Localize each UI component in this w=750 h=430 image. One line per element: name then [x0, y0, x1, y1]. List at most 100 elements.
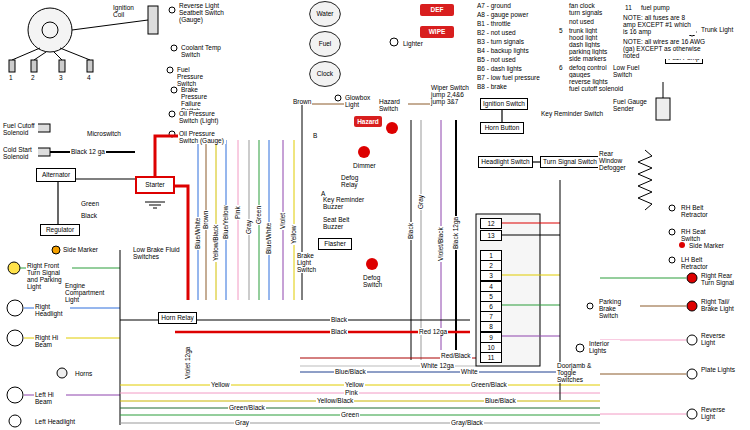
component-label: Fuel Gauge Sender — [612, 98, 654, 112]
fuse-cell: 13 — [480, 230, 502, 241]
node-text: 1 — [489, 252, 493, 259]
component-label: Left Headlight — [34, 418, 76, 425]
component-label: RH Belt Retractor — [680, 204, 726, 218]
wire — [502, 275, 560, 276]
component-label: Oil Pressure Switch (Gauge) — [178, 130, 226, 144]
node-text: Starter — [145, 181, 165, 188]
component-label: Red/Black — [440, 352, 472, 359]
wire-color-label: Gray — [245, 219, 252, 235]
wire-connector — [76, 178, 135, 179]
component-label: A7 - ground — [476, 2, 512, 9]
component-box: Regulator — [40, 224, 80, 236]
component-label: Seat Belt Buzzer — [322, 216, 368, 230]
component-label: White — [460, 368, 479, 375]
component-label: Ignition Coil — [112, 4, 144, 18]
component-label: Green/Black — [228, 404, 266, 411]
wire — [120, 250, 121, 425]
sensor-switch — [171, 87, 177, 93]
component-box: Turn Signal Switch — [540, 156, 600, 168]
solenoid — [36, 148, 50, 156]
wire — [120, 393, 600, 394]
node-text: Horn Button — [485, 124, 520, 131]
spark-plug — [87, 60, 93, 72]
component-label: Low Fuel Switch — [612, 64, 648, 78]
component-label: Key Reminder Buzzer — [322, 196, 368, 210]
node-text: Flasher — [324, 240, 346, 247]
component-label: Defog Switch — [362, 274, 392, 288]
wire-color-label: Blue/White — [265, 222, 272, 255]
node-text: Horn Relay — [161, 314, 194, 321]
node-text: 8 — [489, 323, 493, 330]
component-label: NOTE: all wires are 16 AWG (ga) EXCEPT a… — [622, 38, 708, 59]
component-label: Yellow — [344, 381, 365, 388]
plate-lamp — [687, 369, 697, 379]
wire — [269, 140, 270, 300]
component-label: Brake Light Switch — [296, 252, 328, 273]
component-label: White 12ga — [420, 362, 455, 369]
ignition-coil — [148, 6, 158, 34]
ground — [153, 208, 157, 209]
wire-color-label: Green — [255, 205, 262, 225]
node-text: Turn Signal Switch — [543, 158, 597, 165]
wire-connector — [57, 182, 58, 224]
spark-plug — [31, 60, 37, 72]
component-label: Right Tail/ Brake Light — [700, 298, 742, 312]
component-label: Reverse Light — [700, 406, 742, 420]
wire — [120, 401, 600, 402]
component-box: Horn Button — [480, 122, 524, 134]
gauge-circle: Fuel — [309, 31, 341, 57]
fuse-block — [476, 214, 540, 366]
node-text: 2 — [489, 262, 493, 269]
component-label: B1 - throttle — [476, 20, 512, 27]
component-label: Key Reminder Switch — [540, 110, 604, 117]
turn-lamp — [687, 273, 697, 283]
component-label: Right Headlight — [34, 303, 70, 317]
component-label: Right Rear Turn Signal — [700, 272, 742, 286]
fuse-cell: 12 — [480, 218, 502, 229]
component-label: RH Seat Switch — [680, 228, 722, 242]
node-text: 3 — [489, 272, 493, 279]
node-text: 9 — [489, 334, 493, 341]
horn — [57, 368, 67, 378]
defog-switch — [366, 258, 378, 270]
headlight — [7, 330, 23, 346]
component-label: B6 - dash lights — [476, 65, 523, 72]
hazard-lamp — [386, 122, 398, 134]
component-label: 2 — [30, 74, 36, 81]
wire-color-label: Yellow/Black — [212, 224, 219, 262]
wire — [294, 140, 295, 300]
node-text: 4 — [489, 283, 493, 290]
component-label: fuel pump — [640, 4, 671, 11]
component-label: B8 - brake — [476, 83, 508, 90]
spark-plug — [9, 60, 15, 72]
component-label: Horns — [74, 370, 93, 377]
wire — [640, 306, 686, 307]
gauge-ring — [310, 32, 341, 57]
headlight — [7, 387, 23, 403]
wire-color-label: Blue/White — [194, 217, 201, 250]
wire-color-label: Brown — [202, 210, 209, 230]
component-label: Trunk Light — [700, 26, 738, 33]
sensor-switch — [169, 111, 175, 117]
glowbox-light — [335, 95, 341, 101]
node-text: 10 — [487, 344, 494, 351]
wire — [502, 235, 560, 236]
component-label: Gray — [234, 419, 250, 426]
component-label: Black — [330, 328, 348, 335]
component-label: Yellow/Black — [316, 397, 354, 404]
component-label: Pink — [344, 389, 359, 396]
component-label: Oil Pressure Switch (Light) — [178, 110, 226, 124]
component-label: Yellow — [210, 381, 231, 388]
reverse-lamp — [687, 335, 697, 345]
component-box: Alternator — [36, 168, 76, 182]
wire — [502, 223, 560, 224]
component-label: Cold Start Solenoid — [2, 146, 38, 160]
component-label: 5 — [558, 27, 564, 34]
component-label: Engine Compartment Light — [64, 282, 102, 303]
component-label: Black 12 ga — [70, 148, 106, 155]
node-text: Hazard — [357, 118, 379, 125]
wire — [120, 408, 600, 409]
wire — [120, 423, 600, 424]
node-text: 13 — [487, 232, 494, 239]
battery-cable — [175, 186, 188, 300]
